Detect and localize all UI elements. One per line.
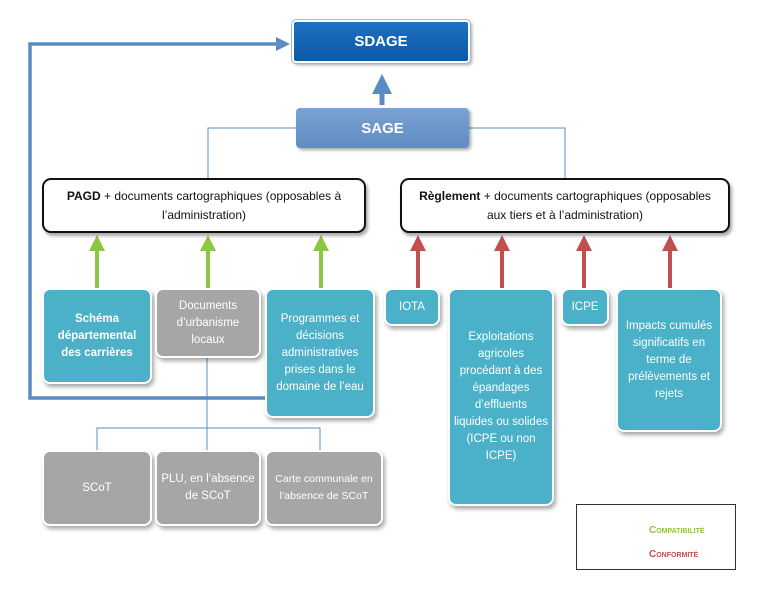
urbanisme-branch-connector	[96, 357, 321, 450]
loop-connector	[28, 37, 290, 400]
plu-label: PLU, en l’absence de SCoT	[161, 473, 255, 502]
pagd-box: PAGD + documents cartographiques (opposa…	[42, 178, 366, 233]
icpe-box: ICPE	[561, 288, 609, 326]
exploitations-label: Exploitations agricoles procédant à des …	[454, 331, 548, 462]
sage-label: SAGE	[361, 119, 404, 137]
reglement-text: Règlement + documents cartographiques (o…	[408, 187, 722, 225]
sdage-label: SDAGE	[354, 33, 408, 50]
icpe-label: ICPE	[571, 300, 599, 313]
programmes-box: Programmes et décisions administratives …	[265, 288, 375, 418]
impacts-box: Impacts cumulés significatifs en terme d…	[616, 288, 722, 432]
reglement-bold: Règlement	[419, 188, 481, 203]
schema-label: Schéma départemental des carrières	[57, 312, 137, 359]
exploitations-box: Exploitations agricoles procédant à des …	[448, 288, 554, 506]
sage-branch-connector	[207, 127, 566, 178]
legend-compatibilite-label: Compatibilité	[649, 525, 705, 536]
iota-label: IOTA	[399, 300, 425, 313]
pagd-text: PAGD + documents cartographiques (opposa…	[50, 187, 358, 225]
scot-label: SCoT	[82, 481, 112, 494]
schema-box: Schéma départemental des carrières	[42, 288, 152, 384]
sdage-box: SDAGE	[291, 19, 471, 64]
pagd-rest: + documents cartographiques (opposables …	[100, 188, 342, 222]
legend-conformite-label: Conformité	[649, 549, 699, 560]
scot-box: SCoT	[42, 450, 152, 526]
iota-box: IOTA	[384, 288, 440, 326]
reglement-box: Règlement + documents cartographiques (o…	[400, 178, 730, 233]
carte-communale-label: Carte communale en l’absence de SCoT	[275, 473, 373, 502]
reglement-rest: + documents cartographiques (opposables …	[480, 188, 711, 222]
carte-communale-box: Carte communale en l’absence de SCoT	[265, 450, 383, 526]
impacts-label: Impacts cumulés significatifs en terme d…	[625, 319, 713, 400]
documents-urbanisme-label: Documents d’urbanisme locaux	[176, 299, 240, 346]
plu-box: PLU, en l’absence de SCoT	[155, 450, 261, 526]
programmes-label: Programmes et décisions administratives …	[276, 312, 364, 393]
documents-urbanisme-box: Documents d’urbanisme locaux	[155, 288, 261, 358]
legend: Compatibilité Conformité	[576, 504, 736, 570]
pagd-bold: PAGD	[66, 188, 101, 203]
sage-box: SAGE	[296, 108, 469, 148]
